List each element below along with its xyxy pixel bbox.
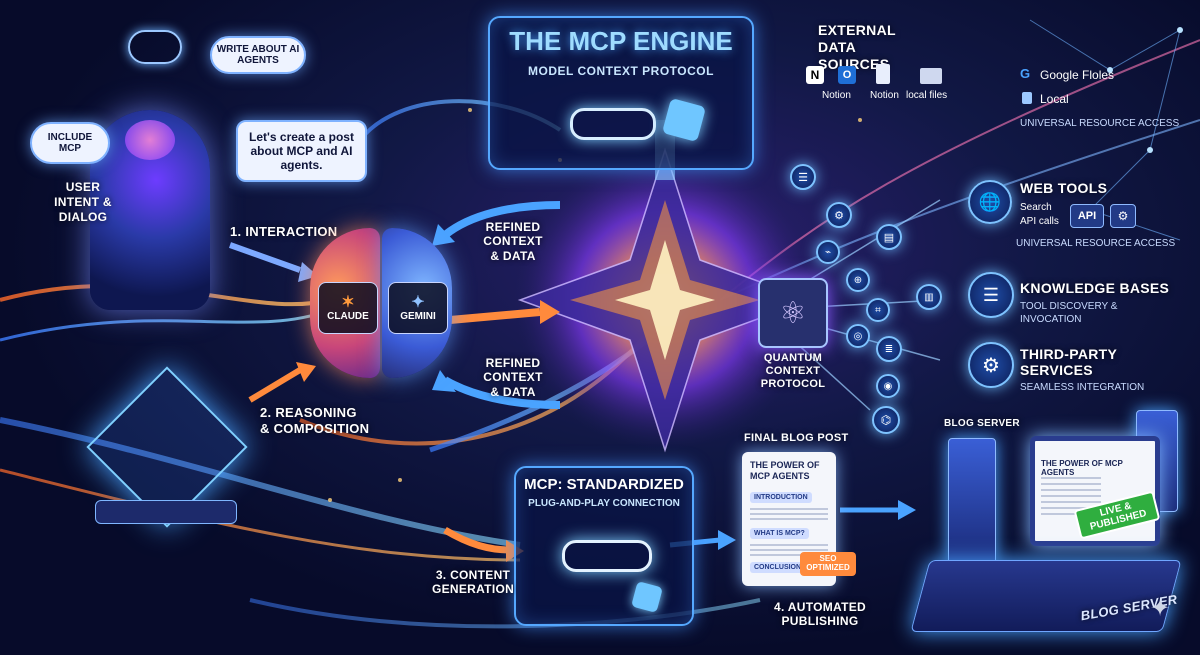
text-lines-1	[750, 508, 828, 522]
graph-icon: ⌗	[866, 298, 890, 322]
local-label: Local	[1040, 92, 1069, 106]
google-files-label: Google Floles	[1040, 68, 1115, 82]
hologram-base	[95, 500, 237, 524]
external-sources-title: EXTERNAL DATA SOURCES	[818, 22, 896, 72]
monitor-post-title: THE POWER OF MCP AGENTS	[1041, 459, 1123, 477]
chat-text: Let's create a post about MCP and AI age…	[249, 130, 354, 172]
blog-post-title: THE POWER OF MCP AGENTS	[750, 460, 820, 481]
camera-icon: ◉	[876, 374, 900, 398]
server-platform	[910, 560, 1182, 632]
resource-access-caption-1: UNIVERSAL RESOURCE ACCESS	[1020, 118, 1180, 129]
step-automated-publishing: 4. AUTOMATED PUBLISHING	[773, 600, 867, 629]
mcp-engine-panel: THE MCP ENGINE MODEL CONTEXT PROTOCOL	[488, 16, 754, 170]
claude-model-badge: ✶ CLAUDE	[318, 282, 378, 334]
quantum-chip-icon: ⚛	[758, 278, 828, 348]
api-icon: ◎	[846, 324, 870, 348]
standardized-subtitle: PLUG-AND-PLAY CONNECTION	[528, 498, 680, 509]
usb-connector-icon	[570, 108, 656, 140]
standardized-title: MCP: STANDARDIZED	[524, 476, 684, 493]
puzzle-small-icon	[631, 581, 663, 613]
settings-icon: ⚙	[826, 202, 852, 228]
resource-access-caption-2: UNIVERSAL RESOURCE ACCESS	[1016, 238, 1176, 249]
database-stack-icon: ☰	[968, 272, 1014, 318]
step-reasoning: 2. REASONING & COMPOSITION	[260, 405, 370, 436]
knowledge-caption: TOOL DISCOVERY & INVOCATION	[1020, 301, 1118, 325]
api-calls-label: API calls	[1020, 216, 1059, 227]
file-icon	[876, 64, 890, 84]
globe-search-icon: 🌐	[968, 180, 1012, 224]
sparkle-icon: ✦	[1150, 595, 1171, 622]
gemini-model-badge: ✦ GEMINI	[388, 282, 448, 334]
seo-optimized-badge: SEO OPTIMIZED	[800, 552, 856, 576]
engine-title: THE MCP ENGINE	[509, 26, 733, 56]
section-what-is-mcp: WHAT IS MCP?	[750, 528, 809, 539]
section-introduction: INTRODUCTION	[750, 492, 812, 503]
step-interaction: 1. INTERACTION	[230, 224, 338, 239]
user-intent-label: USER INTENT & DIALOG	[54, 180, 112, 224]
blog-server-top-label: BLOG SERVER	[944, 418, 1020, 429]
brain-glow-icon	[125, 120, 175, 160]
quantum-label: QUANTUM CONTEXT PROTOCOL	[760, 352, 826, 391]
third-party-title: THIRD-PARTY SERVICES	[1020, 346, 1117, 379]
list-icon: ≣	[876, 336, 902, 362]
local-drive-icon	[1022, 92, 1032, 104]
thought-bubble-mcp: INCLUDE MCP	[30, 122, 110, 164]
outlook-icon: O	[838, 66, 856, 84]
gemini-label: GEMINI	[400, 310, 436, 322]
mcp-standardized-panel: MCP: STANDARDIZED PLUG-AND-PLAY CONNECTI…	[514, 466, 694, 626]
monitor-screen: THE POWER OF MCP AGENTS	[1030, 436, 1160, 546]
section-conclusion: CONCLUSION	[750, 562, 806, 573]
link-icon: ⌁	[816, 240, 840, 264]
knowledge-bases-title: KNOWLEDGE BASES	[1020, 280, 1170, 296]
puzzle-piece-icon	[661, 97, 707, 143]
usb-c-plug-icon	[562, 540, 652, 572]
chat-bubble: Let's create a post about MCP and AI age…	[236, 120, 367, 182]
thought-bubble-write: WRITE ABOUT AI AGENTS	[210, 36, 306, 74]
thought-write-text: WRITE ABOUT AI AGENTS	[216, 44, 300, 66]
step-content-generation: 3. CONTENT GENERATION	[431, 568, 515, 597]
gemini-sparkle-icon: ✦	[411, 293, 425, 311]
cloud-icon	[128, 30, 182, 64]
refined-context-bottom: REFINED CONTEXT & DATA	[483, 356, 543, 399]
google-icon: G	[1020, 66, 1031, 81]
engine-subtitle: MODEL CONTEXT PROTOCOL	[528, 64, 714, 78]
network-icon: ⊕	[846, 268, 870, 292]
atom-icon: ⚛	[779, 296, 807, 330]
github-icon: ⌬	[872, 406, 900, 434]
final-blog-post-header: FINAL BLOG POST	[744, 432, 849, 444]
gear-services-icon: ⚙	[968, 342, 1014, 388]
chart-icon: ▥	[916, 284, 942, 310]
source-notion-1: Notion	[822, 90, 851, 101]
document-icon: ▤	[876, 224, 902, 250]
api-badge: API	[1070, 204, 1104, 228]
source-notion-2: Notion	[870, 90, 899, 101]
third-party-caption: SEAMLESS INTEGRATION	[1020, 382, 1145, 393]
source-local-files: local files	[906, 90, 948, 101]
claude-star-icon: ✶	[341, 293, 355, 311]
server-rack-left	[948, 438, 996, 564]
claude-label: CLAUDE	[327, 310, 369, 322]
folder-icon	[920, 68, 942, 84]
refined-context-top: REFINED CONTEXT & DATA	[483, 220, 543, 263]
database-icon: ☰	[790, 164, 816, 190]
search-label: Search	[1020, 202, 1052, 213]
web-tools-title: WEB TOOLS	[1020, 180, 1108, 196]
thought-mcp-text: INCLUDE MCP	[47, 132, 93, 154]
notion-icon: N	[806, 66, 824, 84]
puzzle-gear-icon: ⚙	[1110, 204, 1136, 228]
